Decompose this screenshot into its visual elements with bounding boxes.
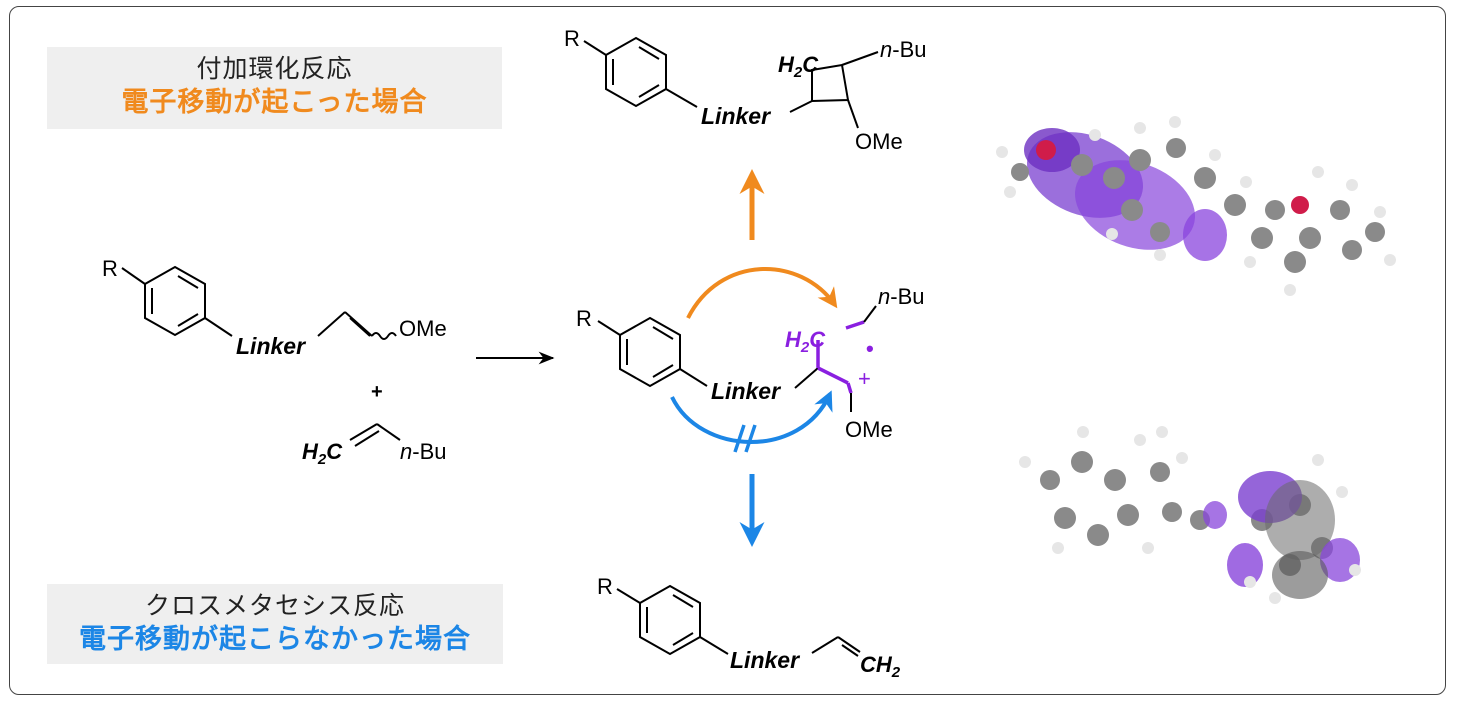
plus-sign: + bbox=[371, 381, 383, 403]
no-electron-transfer-label: 電子移動が起こらなかった場合 bbox=[79, 624, 471, 655]
r-group-start: R bbox=[102, 256, 118, 281]
cycloaddition-title: 付加環化反応 bbox=[196, 54, 353, 83]
bu-bond bbox=[863, 305, 877, 323]
r-group-intermediate: R bbox=[576, 306, 592, 331]
r-group-cyclobutane: R bbox=[564, 26, 580, 51]
hexene-alkene bbox=[349, 423, 401, 447]
n-bu-cyclobutane: n-Bu bbox=[880, 37, 927, 62]
r-group-metathesis: R bbox=[597, 574, 613, 599]
orbital-density-top bbox=[996, 116, 1396, 296]
h2c-hexene: H2C bbox=[302, 439, 343, 468]
linker-start: Linker bbox=[236, 333, 306, 359]
cyclobutane-product bbox=[583, 36, 879, 129]
orbital-density-bottom bbox=[1019, 426, 1361, 604]
ome-start: OMe bbox=[399, 316, 447, 341]
radical-dot: • bbox=[866, 336, 874, 361]
ch2-metathesis: CH2 bbox=[860, 652, 901, 681]
n-bu-hexene: n-Bu bbox=[400, 439, 447, 464]
linker-cyclobutane: Linker bbox=[701, 103, 771, 129]
metathesis-label-box: クロスメタセシス反応 電子移動が起こらなかった場合 bbox=[47, 584, 503, 664]
figure-frame bbox=[9, 6, 1446, 695]
ome-cyclobutane: OMe bbox=[855, 129, 903, 154]
blocked-mark-icon bbox=[733, 424, 757, 453]
h2c-intermediate: H2C bbox=[785, 327, 826, 356]
cation-charge: + bbox=[858, 366, 871, 391]
radical-cation-bonds bbox=[816, 320, 865, 394]
intermediate-aryl bbox=[597, 316, 819, 389]
cross-metathesis-title: クロスメタセシス反応 bbox=[144, 591, 405, 620]
electron-transfer-occurred-label: 電子移動が起こった場合 bbox=[121, 87, 428, 118]
cycloaddition-label-box: 付加環化反応 電子移動が起こった場合 bbox=[47, 47, 502, 129]
metathesis-product bbox=[616, 584, 861, 657]
linker-metathesis: Linker bbox=[730, 647, 800, 673]
h2c-cyclobutane: H2C bbox=[778, 52, 819, 81]
n-bu-intermediate: n-Bu bbox=[878, 284, 925, 309]
ome-intermediate: OMe bbox=[845, 417, 893, 442]
electron-transfer-curved-arrow bbox=[686, 266, 838, 319]
starting-aryl-enol-ether bbox=[121, 265, 397, 340]
linker-intermediate: Linker bbox=[711, 378, 781, 404]
